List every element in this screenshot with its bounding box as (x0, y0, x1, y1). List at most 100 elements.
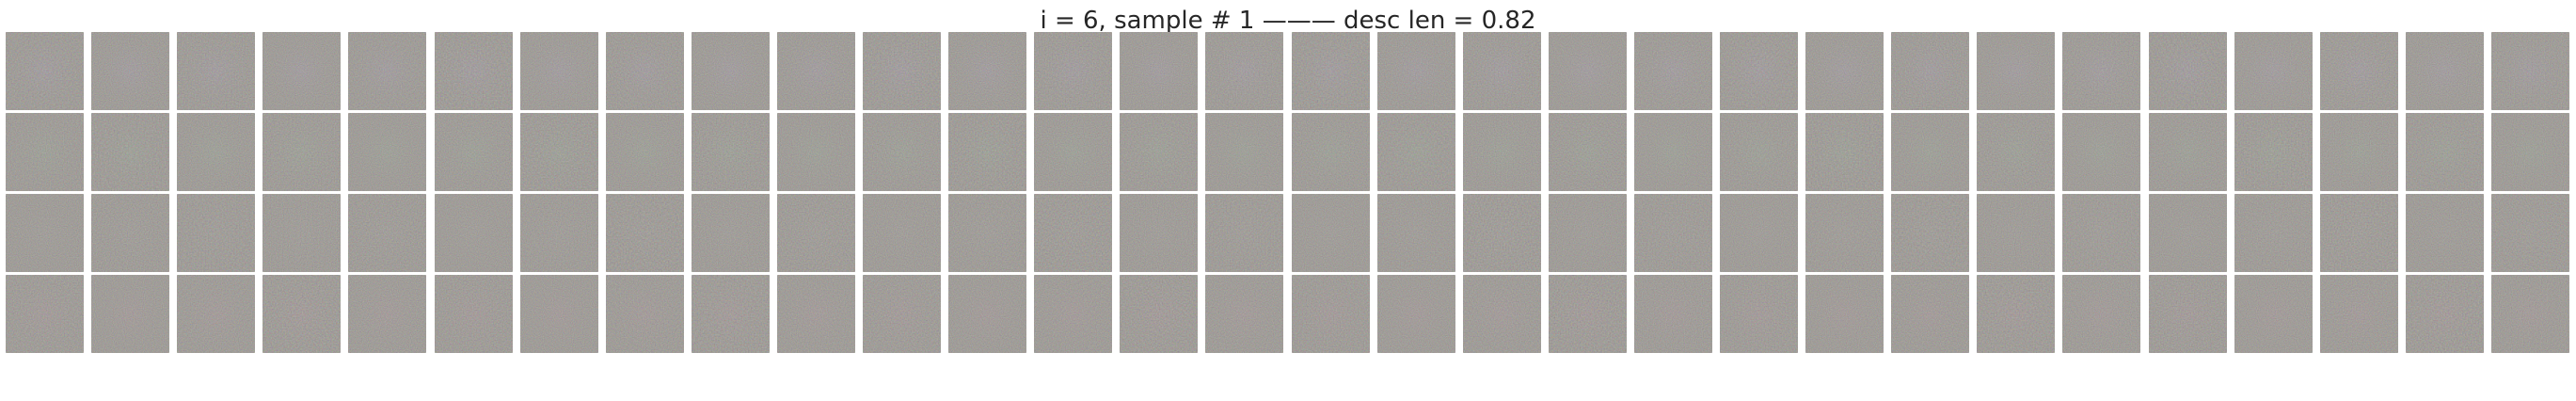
image-tile (1891, 275, 1969, 353)
image-tile (1120, 194, 1198, 272)
image-tile (1034, 275, 1112, 353)
image-tile (1891, 113, 1969, 191)
image-tile (777, 32, 855, 110)
image-tile (1891, 194, 1969, 272)
image-tile (1634, 194, 1712, 272)
image-tile (2320, 275, 2398, 353)
image-tile (1805, 32, 1884, 110)
image-tile (520, 32, 598, 110)
image-tile (777, 113, 855, 191)
image-tile (1549, 113, 1627, 191)
image-tile (2062, 194, 2140, 272)
image-tile (1549, 32, 1627, 110)
image-tile (520, 194, 598, 272)
image-tile (6, 113, 84, 191)
image-tile (948, 194, 1026, 272)
image-tile (2320, 113, 2398, 191)
image-tile (1634, 113, 1712, 191)
image-tile (777, 275, 855, 353)
image-tile (606, 113, 684, 191)
image-tile (1720, 194, 1798, 272)
image-tile (1120, 275, 1198, 353)
image-tile (435, 194, 513, 272)
image-tile (1377, 113, 1455, 191)
image-tile (435, 32, 513, 110)
image-tile (606, 275, 684, 353)
image-tile (2149, 275, 2227, 353)
image-tile (91, 113, 169, 191)
image-tile (2491, 275, 2569, 353)
image-tile (6, 32, 84, 110)
image-tile (863, 194, 941, 272)
image-tile (2234, 32, 2313, 110)
image-tile (2406, 275, 2484, 353)
image-tile (777, 194, 855, 272)
image-tile (692, 32, 770, 110)
image-tile (2149, 32, 2227, 110)
image-tile (1720, 32, 1798, 110)
image-tile (2062, 32, 2140, 110)
image-tile (1205, 113, 1283, 191)
image-tile (1463, 32, 1541, 110)
image-tile (2149, 113, 2227, 191)
image-tile (1463, 113, 1541, 191)
image-tile (863, 275, 941, 353)
image-tile (2234, 113, 2313, 191)
image-tile (2234, 194, 2313, 272)
image-tile (948, 275, 1026, 353)
image-tile (948, 113, 1026, 191)
image-tile (177, 194, 255, 272)
image-tile (2491, 32, 2569, 110)
image-tile (606, 194, 684, 272)
image-tile (1120, 113, 1198, 191)
image-tile (435, 275, 513, 353)
image-tile (1120, 32, 1198, 110)
figure-title: i = 6, sample # 1 ——— desc len = 0.82 (1040, 7, 1536, 35)
image-tile (1634, 275, 1712, 353)
image-tile (2406, 32, 2484, 110)
image-tile (435, 113, 513, 191)
image-tile (1805, 113, 1884, 191)
image-tile (1377, 32, 1455, 110)
image-tile (1377, 275, 1455, 353)
image-tile (91, 194, 169, 272)
image-tile (1720, 275, 1798, 353)
image-tile (262, 275, 341, 353)
image-tile (177, 32, 255, 110)
image-tile (1292, 194, 1370, 272)
image-tile (177, 275, 255, 353)
image-tile (948, 32, 1026, 110)
image-tile (2320, 194, 2398, 272)
image-tile (692, 113, 770, 191)
image-tile (262, 32, 341, 110)
image-tile (262, 194, 341, 272)
image-tile (2149, 194, 2227, 272)
image-tile (1377, 194, 1455, 272)
image-tile (177, 113, 255, 191)
image-tile (1292, 275, 1370, 353)
image-tile (1205, 32, 1283, 110)
image-tile (348, 194, 426, 272)
image-tile (6, 275, 84, 353)
image-tile (1463, 194, 1541, 272)
image-tile (692, 275, 770, 353)
image-tile (1034, 194, 1112, 272)
image-tile (1292, 113, 1370, 191)
image-tile (1463, 275, 1541, 353)
image-tile (2491, 194, 2569, 272)
image-tile (1549, 275, 1627, 353)
image-tile (262, 113, 341, 191)
image-tile (1805, 194, 1884, 272)
image-tile (1634, 32, 1712, 110)
image-tile (520, 113, 598, 191)
image-tile (1977, 194, 2055, 272)
image-tile (520, 275, 598, 353)
image-tile (2491, 113, 2569, 191)
image-tile (1034, 32, 1112, 110)
image-tile (1720, 113, 1798, 191)
image-tile (1977, 113, 2055, 191)
image-tile (692, 194, 770, 272)
image-tile (863, 32, 941, 110)
image-tile (2320, 32, 2398, 110)
